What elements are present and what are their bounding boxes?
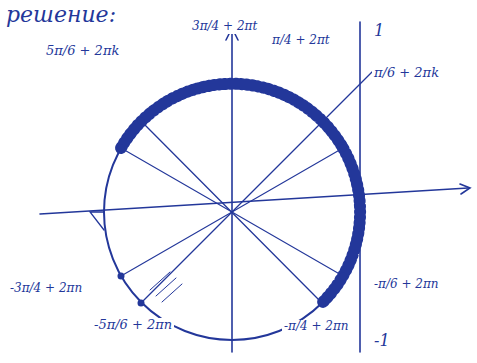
- angle-label: -3π/4 + 2πn: [8, 282, 84, 296]
- angle-label: π/4 + 2πt: [270, 34, 332, 48]
- angle-label: 5π/6 + 2πk: [44, 44, 121, 59]
- angle-label: -π/4 + 2πn: [282, 320, 351, 334]
- angle-label: -π/6 + 2πn: [372, 278, 441, 292]
- angle-label: 3π/4 + 2πt: [190, 20, 259, 34]
- axis-value: -1: [372, 332, 392, 350]
- axis-value: 1: [372, 22, 386, 40]
- angle-label: -5π/6 + 2πn: [92, 318, 174, 333]
- angle-label: π/6 + 2πk: [372, 66, 441, 81]
- heading: решение:: [4, 2, 118, 27]
